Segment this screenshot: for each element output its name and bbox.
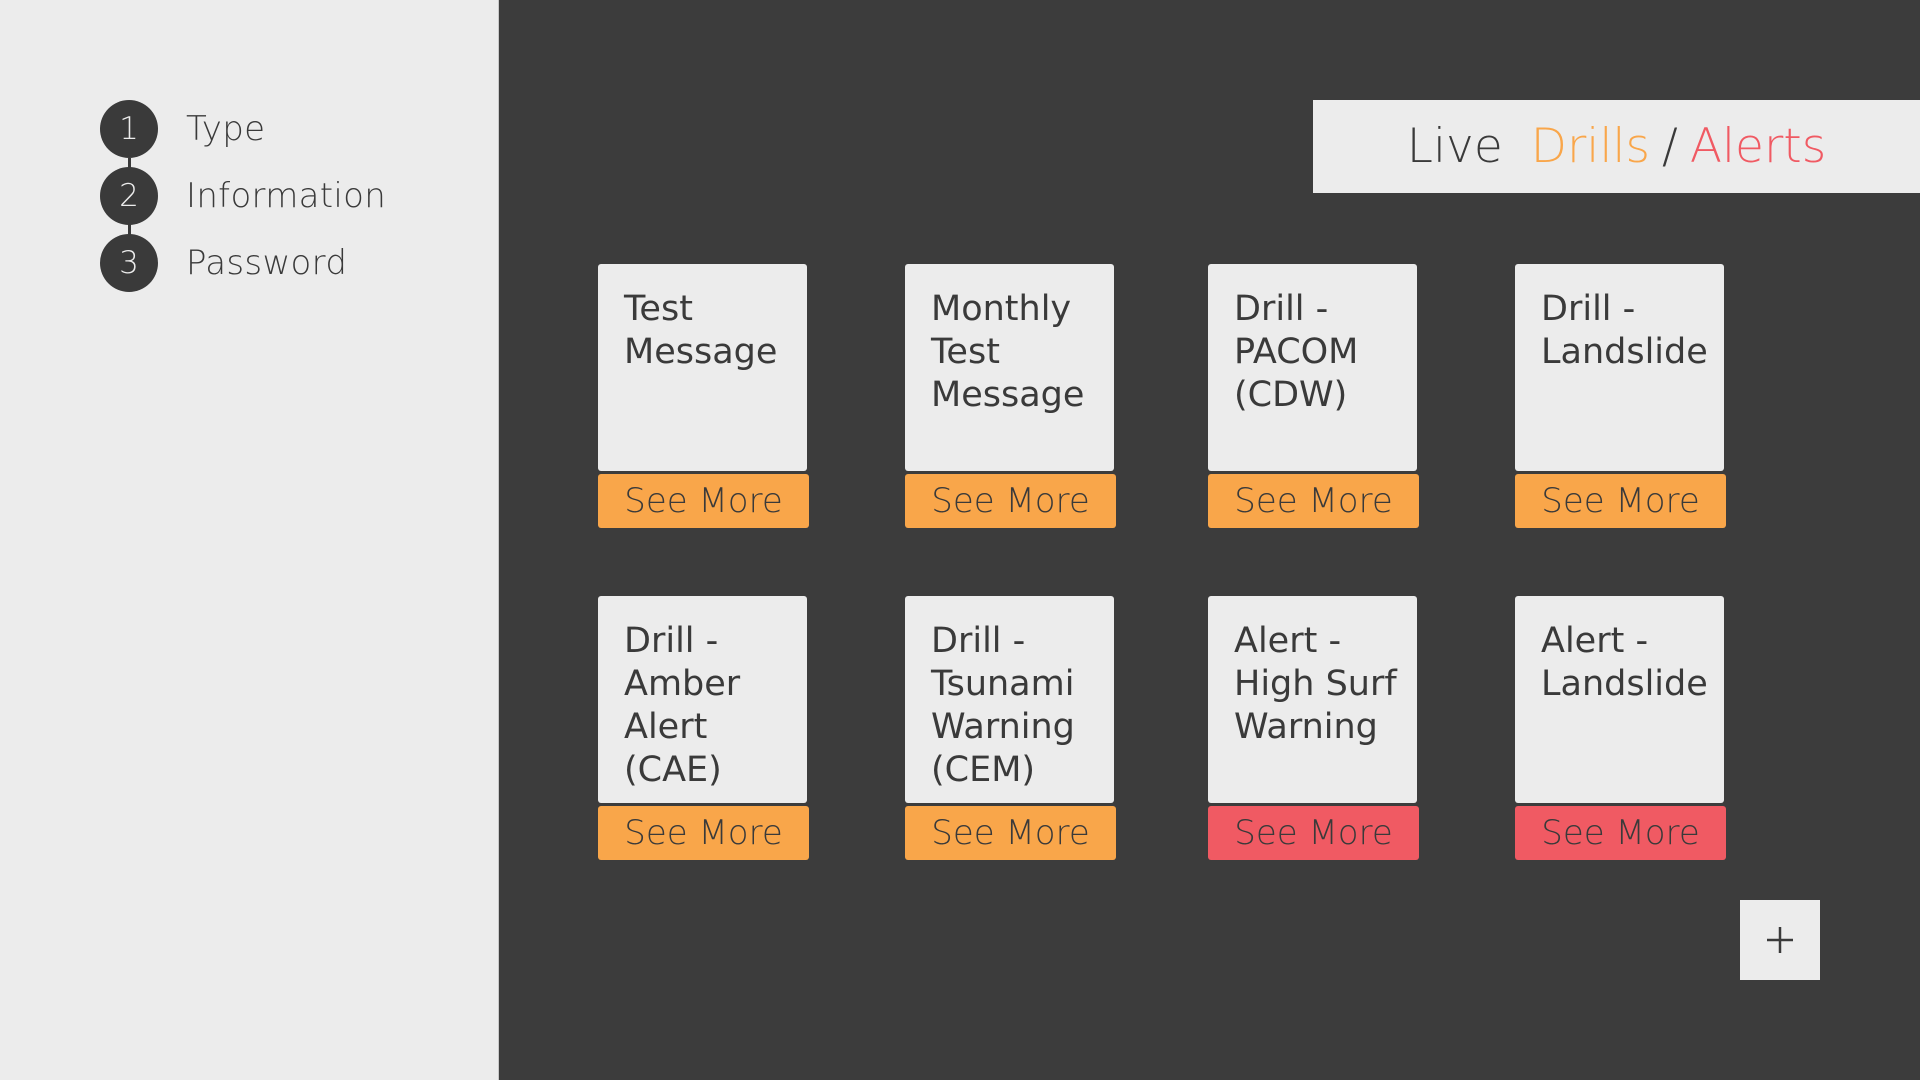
step-number: 2 [100,167,158,225]
step-number: 3 [100,234,158,292]
step-label: Information [186,176,387,216]
see-more-button[interactable]: See More [598,806,809,860]
steps-sidebar: 1 Type 2 Information 3 Password [0,0,499,1080]
header-title: Live Drills / Alerts [1313,100,1920,193]
card-title: Drill - PACOM (CDW) [1208,264,1417,471]
see-more-button[interactable]: See More [1208,474,1419,528]
step-information[interactable]: 2 Information [100,167,386,225]
card-title: Alert - High Surf Warning [1208,596,1417,803]
step-connector [128,158,131,174]
message-card: Drill - Amber Alert (CAE) See More [598,596,809,860]
message-card: Monthly Test Message See More [905,264,1116,528]
message-card: Drill - PACOM (CDW) See More [1208,264,1419,528]
card-title: Alert - Landslide [1515,596,1724,803]
message-card: Drill - Landslide See More [1515,264,1726,528]
header-drills: Drills [1530,119,1650,174]
step-label: Type [186,109,266,149]
header-live: Live [1406,119,1503,174]
step-password[interactable]: 3 Password [100,234,347,292]
plus-icon [1767,927,1793,953]
step-connector [128,224,131,240]
message-card: Drill - Tsunami Warning (CEM) See More [905,596,1116,860]
see-more-button[interactable]: See More [598,474,809,528]
card-title: Monthly Test Message [905,264,1114,471]
see-more-button[interactable]: See More [905,806,1116,860]
header-alerts: Alerts [1689,119,1827,174]
step-type[interactable]: 1 Type [100,100,265,158]
card-title: Drill - Tsunami Warning (CEM) [905,596,1114,803]
card-title: Drill - Landslide [1515,264,1724,471]
message-card: Test Message See More [598,264,809,528]
see-more-button[interactable]: See More [1515,474,1726,528]
see-more-button[interactable]: See More [905,474,1116,528]
step-label: Password [186,243,348,283]
card-title: Drill - Amber Alert (CAE) [598,596,807,803]
see-more-button[interactable]: See More [1515,806,1726,860]
card-title: Test Message [598,264,807,471]
header-separator: / [1661,119,1678,174]
step-number: 1 [100,100,158,158]
message-card: Alert - Landslide See More [1515,596,1726,860]
see-more-button[interactable]: See More [1208,806,1419,860]
message-card: Alert - High Surf Warning See More [1208,596,1419,860]
add-button[interactable] [1740,900,1820,980]
